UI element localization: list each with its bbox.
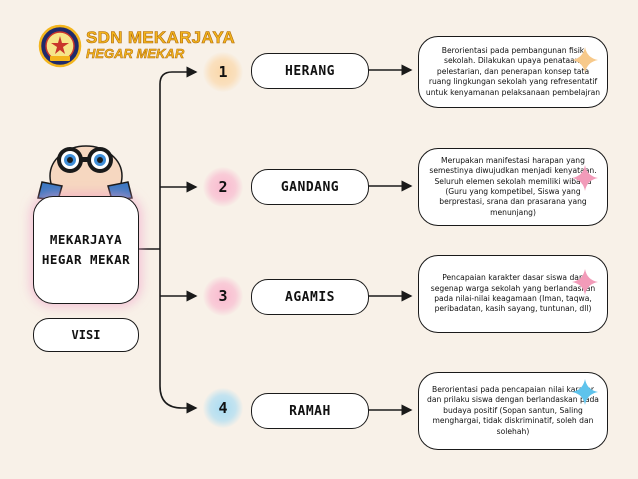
sparkle-icon bbox=[572, 379, 598, 405]
misi-name-herang: HERANG bbox=[251, 53, 369, 89]
misi-number-3: 3 bbox=[203, 276, 243, 316]
school-logo bbox=[38, 24, 82, 68]
sparkle-icon bbox=[572, 165, 598, 191]
visi-card: MEKARJAYA HEGAR MEKAR bbox=[33, 196, 139, 304]
misi-description-1: Berorientasi pada pembangunan fisik seko… bbox=[418, 36, 608, 108]
misi-description-2-text: Merupakan manifestasi harapan yang semes… bbox=[429, 155, 597, 217]
school-tagline: HEGAR MEKAR bbox=[86, 46, 185, 62]
misi-number-1: 1 bbox=[203, 52, 243, 92]
misi-description-2: Merupakan manifestasi harapan yang semes… bbox=[418, 148, 608, 226]
misi-description-4: Berorientasi pada pencapaian nilai karat… bbox=[418, 372, 608, 450]
misi-number-2: 2 bbox=[203, 167, 243, 207]
sparkle-icon bbox=[572, 47, 598, 73]
misi-name-agamis: AGAMIS bbox=[251, 279, 369, 315]
school-name: SDN MEKARJAYA bbox=[86, 28, 236, 48]
sparkle-icon bbox=[572, 269, 598, 295]
misi-name-gandang: GANDANG bbox=[251, 169, 369, 205]
misi-description-3-text: Pencapaian karakter dasar siswa dan sege… bbox=[430, 273, 596, 314]
arrow-1 bbox=[159, 66, 198, 249]
misi-number-4: 4 bbox=[203, 388, 243, 428]
character-illustration bbox=[37, 145, 133, 202]
arrow-4 bbox=[159, 249, 198, 414]
misi-description-4-text: Berorientasi pada pencapaian nilai karat… bbox=[427, 384, 599, 436]
visi-label: VISI bbox=[33, 318, 139, 352]
misi-description-1-text: Berorientasi pada pembangunan fisik seko… bbox=[425, 45, 601, 97]
misi-name-ramah: RAMAH bbox=[251, 393, 369, 429]
visi-text: MEKARJAYA HEGAR MEKAR bbox=[41, 232, 131, 267]
misi-description-3: Pencapaian karakter dasar siswa dan sege… bbox=[418, 255, 608, 333]
